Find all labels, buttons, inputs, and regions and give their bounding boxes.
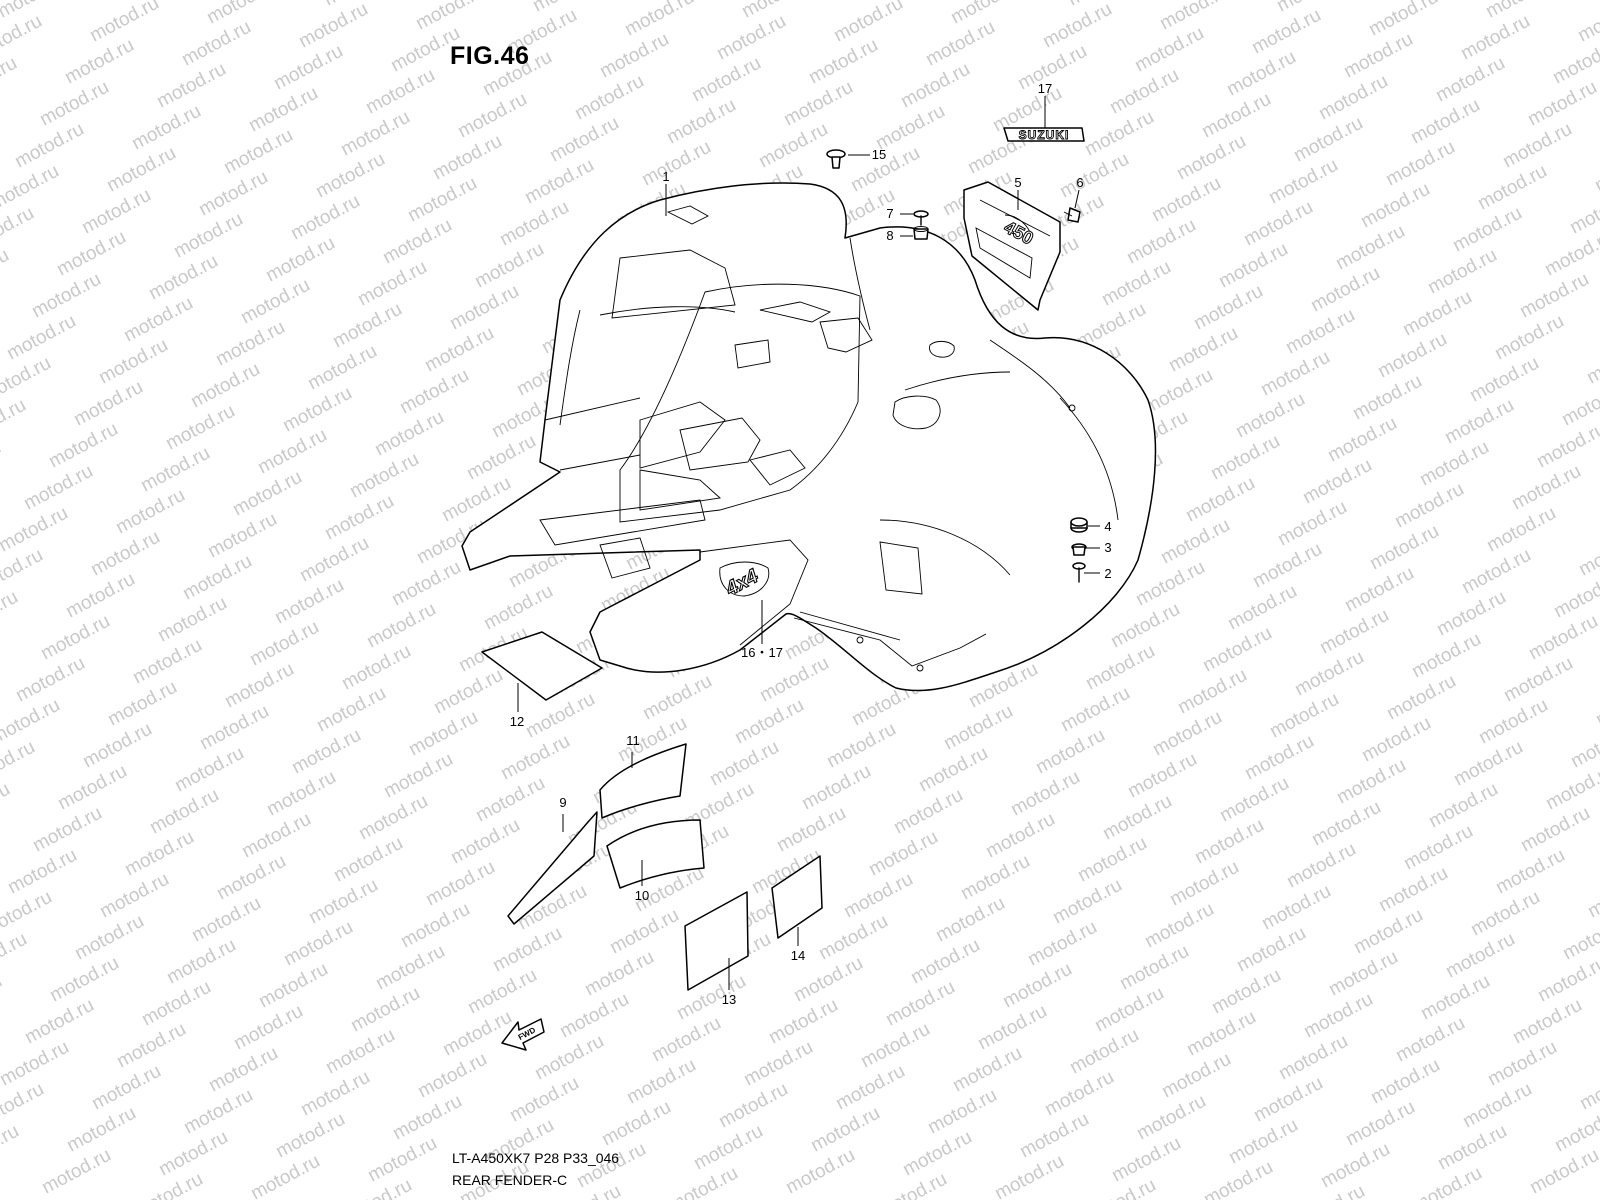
callout-13: 13	[722, 992, 736, 1007]
decal-part-11	[599, 743, 687, 819]
callout-3: 3	[1104, 540, 1111, 555]
bracket-part-5	[963, 181, 1061, 311]
decal-part-9	[507, 811, 598, 925]
callout-6: 6	[1076, 175, 1083, 190]
screw-part-7	[913, 210, 929, 226]
nut-part-8	[913, 226, 929, 240]
callout-5: 5	[1014, 175, 1021, 190]
callout-16-17: 16・17	[741, 645, 783, 660]
decal-part-10	[606, 819, 705, 889]
callout-11: 11	[626, 733, 640, 748]
rear-fender-part-1	[461, 182, 1157, 692]
callout-8: 8	[886, 228, 893, 243]
callout-10: 10	[635, 888, 649, 903]
callout-labels: 1 2 3 4 5 6 7 8 9 10 11 12 13 14 15 16・1…	[510, 81, 1112, 1007]
figure-title: FIG.46	[450, 42, 530, 70]
decal-part-14	[771, 855, 823, 939]
suzuki-emblem-part-17: SUZUKI	[1003, 127, 1085, 142]
washer-part-3	[1071, 543, 1087, 556]
callout-14: 14	[791, 948, 805, 963]
callout-12: 12	[510, 714, 524, 729]
model-code: LT-A450XK7 P28 P33_046	[452, 1150, 620, 1166]
section-name: REAR FENDER-C	[452, 1172, 568, 1188]
callout-9: 9	[559, 795, 566, 810]
bolt-part-6	[1063, 207, 1081, 223]
screw-part-15	[826, 149, 846, 169]
bolt-part-2	[1072, 562, 1086, 583]
decal-part-12	[481, 631, 603, 701]
suzuki-emblem-text: SUZUKI	[1019, 128, 1070, 142]
callout-leaders	[517, 96, 1100, 990]
callout-4: 4	[1104, 519, 1111, 534]
forward-direction-arrow: FWD	[501, 1018, 545, 1051]
callout-15: 15	[872, 147, 886, 162]
callout-17: 17	[1038, 81, 1052, 96]
grommet-part-4	[1070, 517, 1088, 533]
decal-part-13	[684, 891, 749, 991]
callout-7: 7	[886, 206, 893, 221]
callout-2: 2	[1104, 566, 1111, 581]
callout-1: 1	[662, 169, 669, 184]
